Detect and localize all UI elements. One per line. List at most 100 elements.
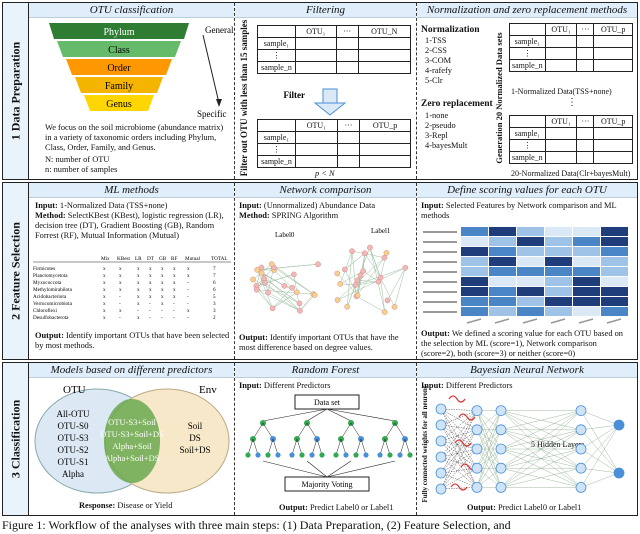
row-head: sample₁ xyxy=(509,127,546,140)
network-label0-edge xyxy=(256,269,273,309)
rf-tree-edge xyxy=(350,422,362,440)
col-head: OTU_p xyxy=(359,119,411,132)
ml-table-cell: - xyxy=(173,301,175,307)
heatmap-cell xyxy=(489,247,516,256)
network-label0: Label0 xyxy=(275,231,295,239)
ml-table-cell: Myxococcota xyxy=(33,280,62,286)
rf-tree-edge xyxy=(272,438,279,456)
ml-table-cell: Planctomycetota xyxy=(33,273,68,279)
row-head: sample₁ xyxy=(257,131,296,144)
rf-tree-edge xyxy=(335,438,342,456)
row-head: sample₁ xyxy=(509,35,546,48)
heatmap-cell xyxy=(601,307,628,316)
network-label0-node xyxy=(258,270,265,276)
panel-title: ML methods xyxy=(29,183,234,198)
heatmap-cell xyxy=(573,227,600,236)
bnn-neuron xyxy=(435,403,447,415)
bnn-neuron xyxy=(435,483,447,495)
panel-title: Network comparison xyxy=(235,183,416,198)
output-text: Predict Label0 or Label1 xyxy=(309,503,394,512)
heatmap-cell xyxy=(461,257,488,266)
panel-title: Random Forest xyxy=(235,363,416,378)
bnn-weight xyxy=(440,424,478,469)
bnn-neuron xyxy=(575,443,587,455)
ml-table-cell: x xyxy=(161,273,164,279)
rf-leaf xyxy=(343,452,349,458)
heatmap-col-label-glyph xyxy=(494,318,510,324)
ml-table-cell: Methylomirabilota xyxy=(33,287,73,293)
bnn-weight-distribution xyxy=(458,413,476,421)
row-head: sample_n xyxy=(257,61,296,74)
ml-table-cell: x xyxy=(137,301,140,307)
rf-leaf xyxy=(289,452,295,458)
nsamp-label: n: number of samples xyxy=(45,165,118,174)
rf-leaf xyxy=(299,452,305,458)
ml-table-header: GB xyxy=(159,256,167,262)
network-label0-node xyxy=(254,267,260,273)
rf-tree-edge xyxy=(355,438,362,456)
filter-label: Filter xyxy=(284,90,306,100)
rf-tree-edge xyxy=(404,438,411,456)
general-label: General xyxy=(205,25,234,35)
ml-table-cell: - xyxy=(173,308,175,314)
bnn-weight xyxy=(440,456,478,488)
network-label1-edge xyxy=(337,257,385,301)
bnn-neuron xyxy=(613,467,625,479)
bnn-neuron xyxy=(471,424,483,436)
zero-heading: Zero replacement xyxy=(421,99,493,109)
specificity-arrow xyxy=(202,34,220,104)
network-label0-node xyxy=(291,271,297,278)
heatmap-cell xyxy=(573,257,600,266)
heatmap-cell xyxy=(545,267,572,276)
bnn-weight xyxy=(440,448,478,490)
taxonomy-funnel: Phylum Class Order Family Genus General … xyxy=(49,23,234,119)
rf-tree-edge xyxy=(384,422,396,440)
funnel-label-phylum: Phylum xyxy=(103,27,134,38)
heatmap-cell xyxy=(489,287,516,296)
bnn-weight xyxy=(476,410,502,488)
rf-vote-edge xyxy=(262,460,328,478)
network-label1-node xyxy=(337,281,344,287)
heatmap-cell xyxy=(545,247,572,256)
norm-item: 4-rafefy xyxy=(425,66,452,75)
network-label1-node xyxy=(391,304,398,310)
panel-title: Models based on different predictors xyxy=(29,363,234,378)
heatmap-col-label-glyph xyxy=(550,318,566,324)
network-label1-edge xyxy=(344,269,358,296)
ml-table-cell: x xyxy=(161,294,164,300)
network-label1-node xyxy=(375,278,382,285)
network-label1-edge xyxy=(362,253,365,272)
panel-filtering: Filtering Filter out OTU with less than … xyxy=(235,3,417,179)
bnn-weight xyxy=(440,429,478,442)
network-label0-edge xyxy=(272,292,297,309)
bnn-weight xyxy=(440,410,478,458)
ml-table-cell: - xyxy=(149,301,151,307)
bnn-weight xyxy=(440,408,478,411)
bnn-weight xyxy=(580,424,620,488)
scoring-output: Output: We defined a scoring value for e… xyxy=(421,329,633,359)
venn-right-item: Soil+DS xyxy=(179,445,210,455)
network-label0-edge xyxy=(299,293,314,311)
ml-table-cell: x xyxy=(137,266,140,272)
bnn-neuron xyxy=(495,424,507,436)
bnn-neuron xyxy=(495,405,507,417)
output-text: Identify important OTUs that have been s… xyxy=(35,331,230,350)
heatmap-cell xyxy=(517,297,544,306)
ml-table-cell: x xyxy=(149,287,152,293)
output-text: Predict Label0 or Label1 xyxy=(497,503,582,512)
ml-table-cell: - xyxy=(187,315,189,321)
col-head: ··· xyxy=(576,23,595,36)
ml-table-cell: - xyxy=(187,294,189,300)
funnel-phylum xyxy=(49,23,189,39)
network-label0-node xyxy=(262,279,268,286)
panel-models: Models based on different predictors OTU… xyxy=(29,363,235,515)
bnn-weight xyxy=(580,468,620,474)
panel-otu-classification: OTU classification Phylum Class Order Fa… xyxy=(29,3,235,179)
network-label1: Label1 xyxy=(371,227,391,235)
venn-env-label: Env xyxy=(199,384,217,396)
rf-leaf xyxy=(377,452,383,458)
norm-item: 1-TSS xyxy=(425,36,447,45)
zero-item: 1-none xyxy=(425,111,449,120)
bnn-weight xyxy=(440,410,478,426)
zero-item: 3-Repl xyxy=(425,131,448,140)
